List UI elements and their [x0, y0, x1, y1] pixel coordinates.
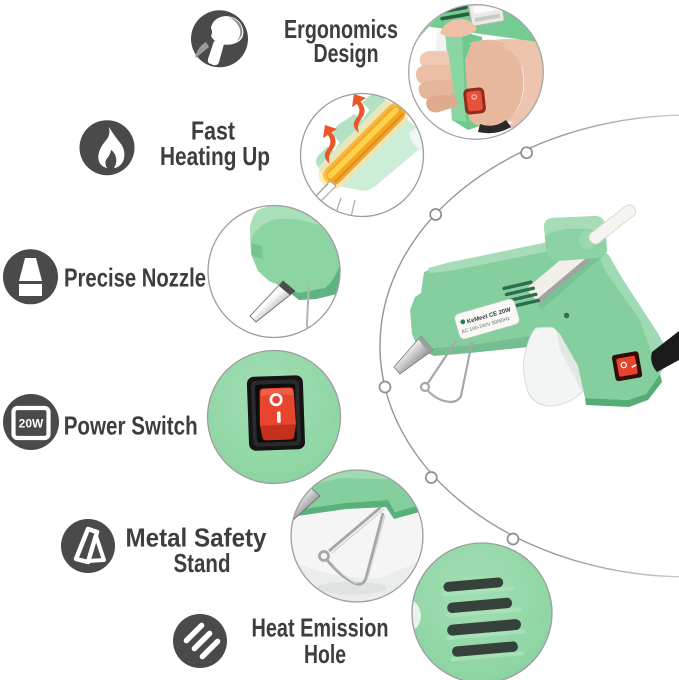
svg-text:20W: 20W — [19, 417, 44, 431]
svg-text:Stand: Stand — [174, 548, 231, 578]
svg-text:Fast: Fast — [191, 115, 235, 145]
svg-text:Metal Safety: Metal Safety — [126, 523, 267, 553]
svg-text:Design: Design — [314, 38, 379, 68]
svg-text:Hole: Hole — [304, 639, 346, 669]
svg-text:Heating Up: Heating Up — [160, 141, 270, 171]
svg-text:Precise Nozzle: Precise Nozzle — [64, 263, 206, 293]
svg-text:Ergonomics: Ergonomics — [284, 14, 398, 44]
svg-text:Power Switch: Power Switch — [64, 411, 198, 441]
svg-text:Heat Emission: Heat Emission — [252, 613, 389, 643]
